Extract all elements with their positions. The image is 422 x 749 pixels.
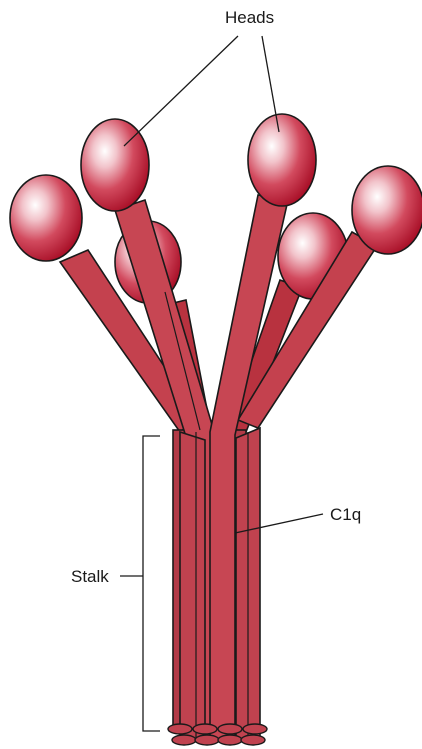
c1q-label: C1q [330,506,361,523]
heads-label: Heads [225,9,274,26]
stalk-bracket [120,436,160,731]
head-far-right [352,166,422,254]
stalk-label: Stalk [71,568,109,585]
head-inner-left [81,119,149,211]
head-far-left [10,175,82,261]
head-inner-right [248,114,316,206]
heads-leader-left [124,36,238,146]
